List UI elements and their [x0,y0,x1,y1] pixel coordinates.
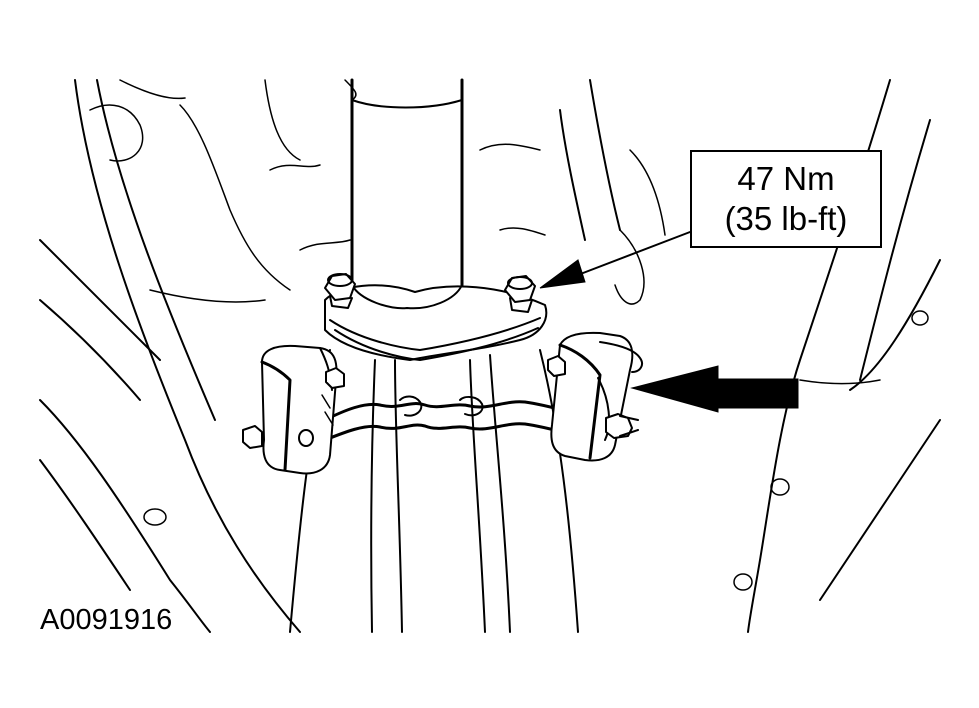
flange-nut-left [324,273,356,309]
figure-identifier: A0091916 [40,604,173,636]
torque-value-lbft: (35 lb-ft) [724,200,848,237]
exhaust-pipe [289,78,579,633]
large-pointer-arrow-icon [630,365,799,413]
leader-arrow-icon [539,231,691,289]
torque-callout: 47 Nm (35 lb-ft) [690,150,882,248]
rubber-insulator-left [242,344,345,475]
rubber-insulator-right [547,331,643,462]
flange-nut-right [504,275,536,313]
exhaust-flange [324,284,548,361]
hanger-rod [323,395,572,442]
torque-value-nm: 47 Nm [737,160,835,197]
underbody-outline [39,79,941,633]
